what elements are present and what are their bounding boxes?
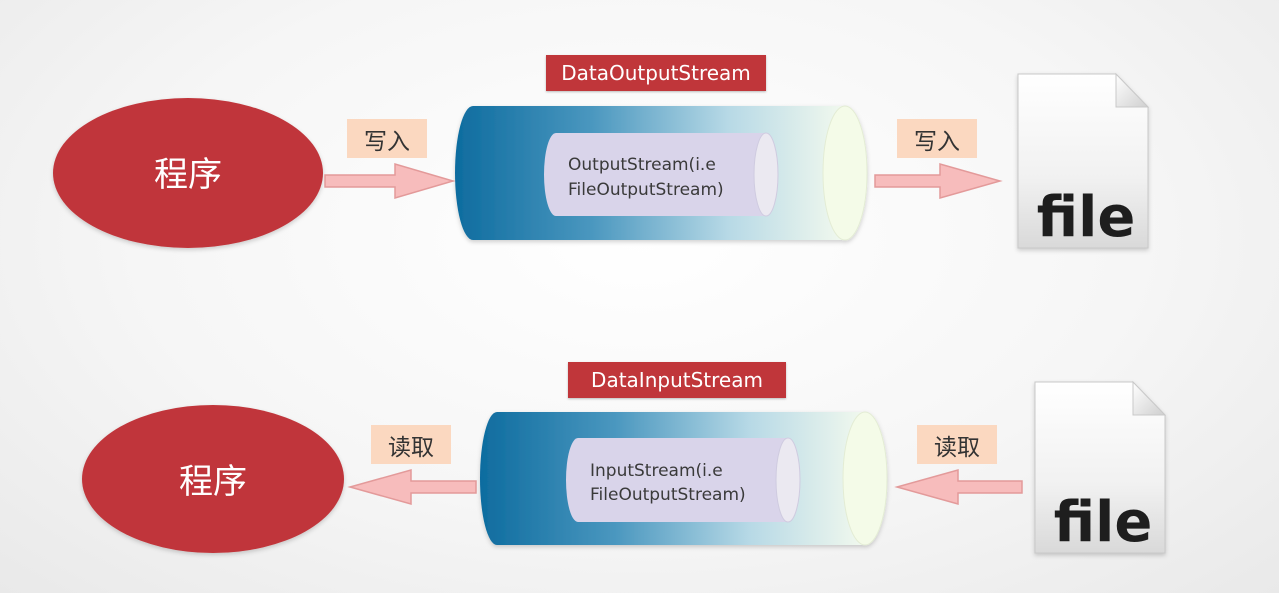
stream-name-tag: DataInputStream xyxy=(568,362,786,398)
program-label: 程序 xyxy=(179,462,247,502)
inner-stream-line2: FileOutputStream) xyxy=(590,485,746,505)
block-arrow-icon xyxy=(324,162,456,200)
block-arrow-icon xyxy=(347,469,477,505)
file-document-icon xyxy=(1017,72,1150,249)
file-document-icon xyxy=(1034,380,1167,554)
program-label: 程序 xyxy=(154,155,222,195)
program-node xyxy=(82,405,344,553)
inner-stream-line2: FileOutputStream) xyxy=(568,180,724,200)
action-tag-write: 写入 xyxy=(897,119,977,158)
bottom-flow: 程序 InputStream(i.e FileOutputStream) xyxy=(82,380,1167,555)
block-arrow-icon xyxy=(874,163,1003,199)
action-tag-write: 写入 xyxy=(347,119,427,158)
inner-stream-line1: InputStream(i.e xyxy=(590,461,723,481)
top-flow: 程序 OutputStream(i.e FileOutputStream) xyxy=(53,72,1150,250)
program-node xyxy=(53,98,323,248)
block-arrow-icon xyxy=(894,469,1023,505)
action-tag-read: 读取 xyxy=(917,425,997,464)
file-label: file xyxy=(1037,185,1136,250)
stream-name-tag: DataOutputStream xyxy=(546,55,766,91)
inner-stream-line1: OutputStream(i.e xyxy=(568,155,716,175)
inner-stream xyxy=(544,132,779,217)
inner-stream xyxy=(566,437,801,523)
file-label: file xyxy=(1054,490,1153,555)
action-tag-read: 读取 xyxy=(371,425,451,464)
